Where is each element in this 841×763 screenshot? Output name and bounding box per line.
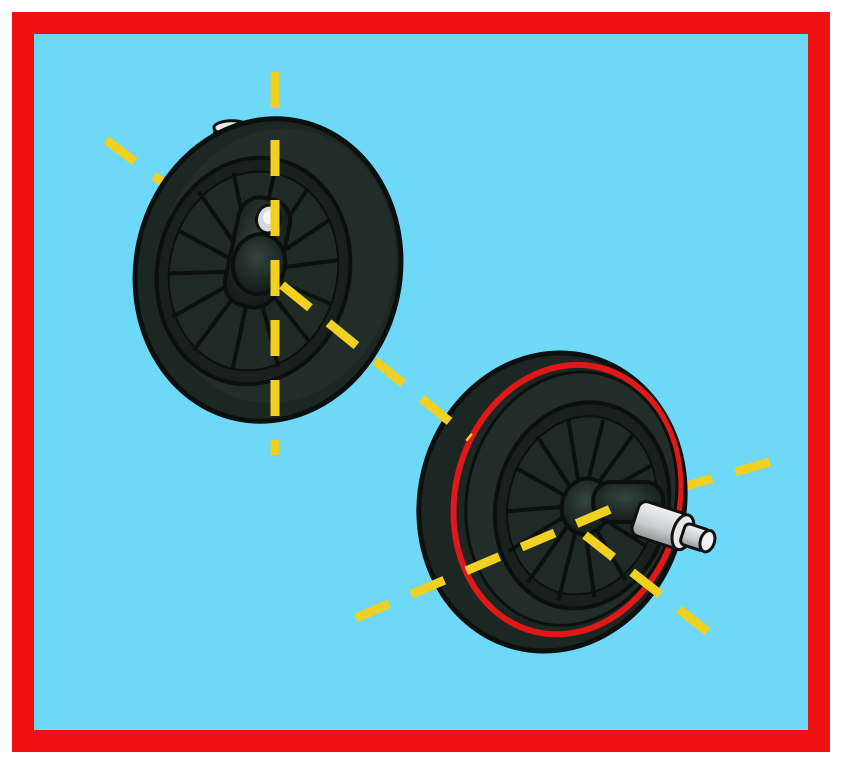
- panel-background: [12, 12, 829, 751]
